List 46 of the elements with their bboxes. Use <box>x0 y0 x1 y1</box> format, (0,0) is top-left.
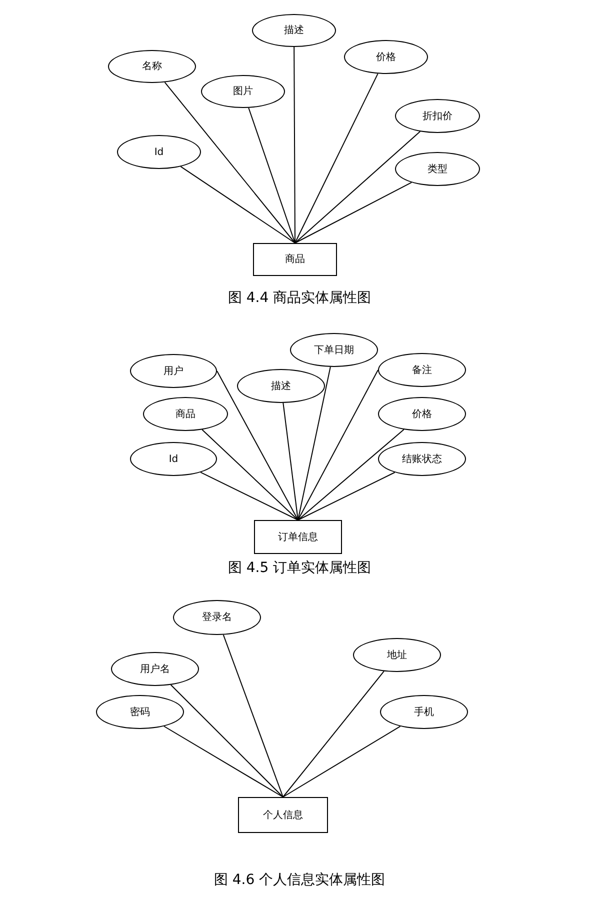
connector-line <box>180 166 296 244</box>
connector-line <box>282 402 298 520</box>
attribute-ellipse: 登录名 <box>173 600 261 635</box>
figure-caption: 图 4.4 商品实体属性图 <box>228 289 372 308</box>
connector-line <box>248 107 296 244</box>
attribute-ellipse: 描述 <box>237 369 325 403</box>
connector-line <box>200 472 298 520</box>
connector-line <box>282 670 384 798</box>
connector-line <box>294 131 421 244</box>
attribute-ellipse: 手机 <box>380 695 468 729</box>
attribute-ellipse: 备注 <box>378 353 466 387</box>
connector-line <box>298 472 396 520</box>
figure-caption: 图 4.5 订单实体属性图 <box>228 559 372 578</box>
attribute-ellipse: Id <box>117 135 201 169</box>
attribute-ellipse: 价格 <box>378 397 466 431</box>
attribute-ellipse: Id <box>130 442 217 476</box>
attribute-ellipse: 类型 <box>395 152 480 186</box>
connector-line <box>298 429 404 520</box>
connector-line <box>163 726 284 798</box>
attribute-ellipse: 地址 <box>353 638 441 672</box>
connector-line <box>298 366 331 520</box>
attribute-ellipse: 结账状态 <box>378 442 466 476</box>
connector-line <box>164 82 296 244</box>
connector-line <box>294 46 296 244</box>
connector-line <box>282 726 401 798</box>
attribute-ellipse: 下单日期 <box>290 333 378 367</box>
attribute-ellipse: 描述 <box>252 14 336 47</box>
connector-line <box>222 634 284 798</box>
attribute-ellipse: 图片 <box>201 75 285 108</box>
connector-line <box>202 429 298 520</box>
attribute-ellipse: 用户名 <box>111 652 199 686</box>
entity-box: 商品 <box>253 243 337 276</box>
attribute-ellipse: 密码 <box>96 695 184 729</box>
entity-box: 个人信息 <box>238 797 328 833</box>
connector-line <box>216 370 298 520</box>
connector-line <box>298 370 378 520</box>
entity-box: 订单信息 <box>254 520 342 554</box>
attribute-ellipse: 折扣价 <box>395 99 480 133</box>
figure-caption: 图 4.6 个人信息实体属性图 <box>214 871 386 890</box>
attribute-ellipse: 商品 <box>143 397 228 431</box>
connector-line <box>170 684 284 798</box>
attribute-ellipse: 名称 <box>108 50 196 83</box>
attribute-ellipse: 价格 <box>344 40 428 74</box>
connector-line <box>294 73 378 244</box>
connector-line <box>294 182 412 244</box>
attribute-ellipse: 用户 <box>130 354 217 388</box>
